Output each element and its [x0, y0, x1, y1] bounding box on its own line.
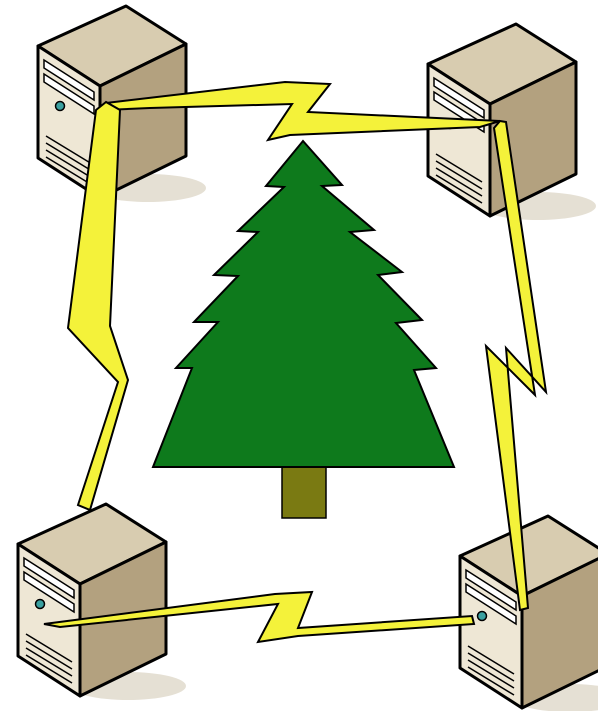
server-bottom-right: [460, 516, 598, 711]
tree-trunk: [282, 466, 326, 518]
server-tower-icon: [460, 516, 598, 711]
server-tower-icon: [18, 504, 186, 700]
server-bottom-left: [18, 504, 186, 700]
christmas-tree: [153, 141, 454, 518]
